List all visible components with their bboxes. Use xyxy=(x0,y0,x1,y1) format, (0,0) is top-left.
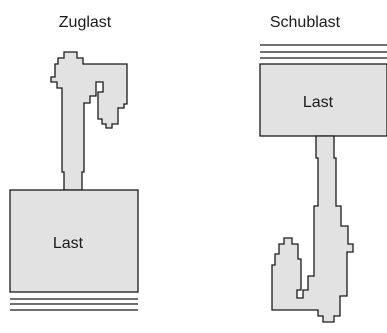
pull-load-box-label: Last xyxy=(53,235,84,252)
push-load-title: Schublast xyxy=(270,14,341,31)
push-load-box-label: Last xyxy=(303,94,334,111)
push-load-group: Schublast Last xyxy=(259,14,387,323)
push-hook-part xyxy=(271,135,354,323)
push-load-box xyxy=(259,63,387,137)
pull-load-box xyxy=(9,189,139,293)
pull-hook-part xyxy=(50,51,128,191)
pull-load-title: Zuglast xyxy=(59,14,112,31)
pull-load-group: Zuglast Last xyxy=(9,14,139,311)
